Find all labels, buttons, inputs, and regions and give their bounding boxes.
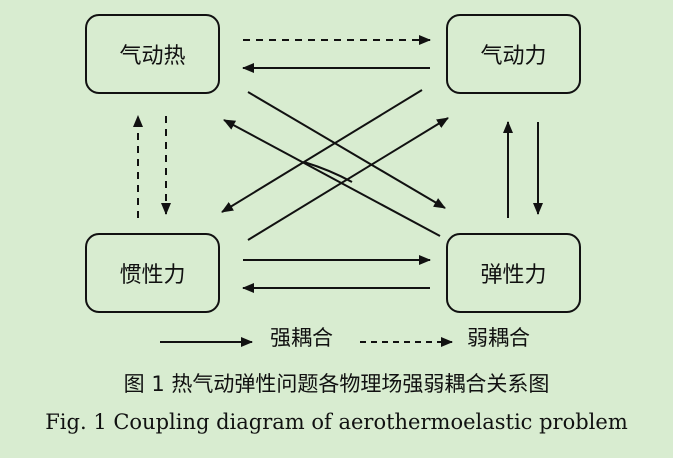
node-inertial-force: 惯性力: [85, 233, 220, 313]
caption-english: Fig. 1 Coupling diagram of aerothermoela…: [45, 410, 628, 434]
node-elastic-force: 弹性力: [446, 233, 581, 313]
node-aerodynamic-heat: 气动热: [85, 14, 220, 94]
node-label: 弹性力: [480, 263, 547, 288]
edge-heat-to-elastic-strong: [247, 91, 446, 209]
legend-strong-label: 强耦合: [270, 326, 333, 350]
node-aerodynamic-force: 气动力: [446, 14, 581, 94]
legend-weak-label: 弱耦合: [467, 326, 530, 350]
node-label: 惯性力: [119, 263, 186, 288]
caption-chinese: 图 1 热气动弹性问题各物理场强弱耦合关系图: [123, 372, 550, 396]
node-label: 气动力: [480, 44, 547, 69]
crossing-arc: [303, 161, 353, 183]
edge-force-to-inertial-strong: [221, 89, 423, 213]
edge-elastic-to-heat-strong: [223, 119, 441, 237]
node-label: 气动热: [119, 44, 186, 69]
